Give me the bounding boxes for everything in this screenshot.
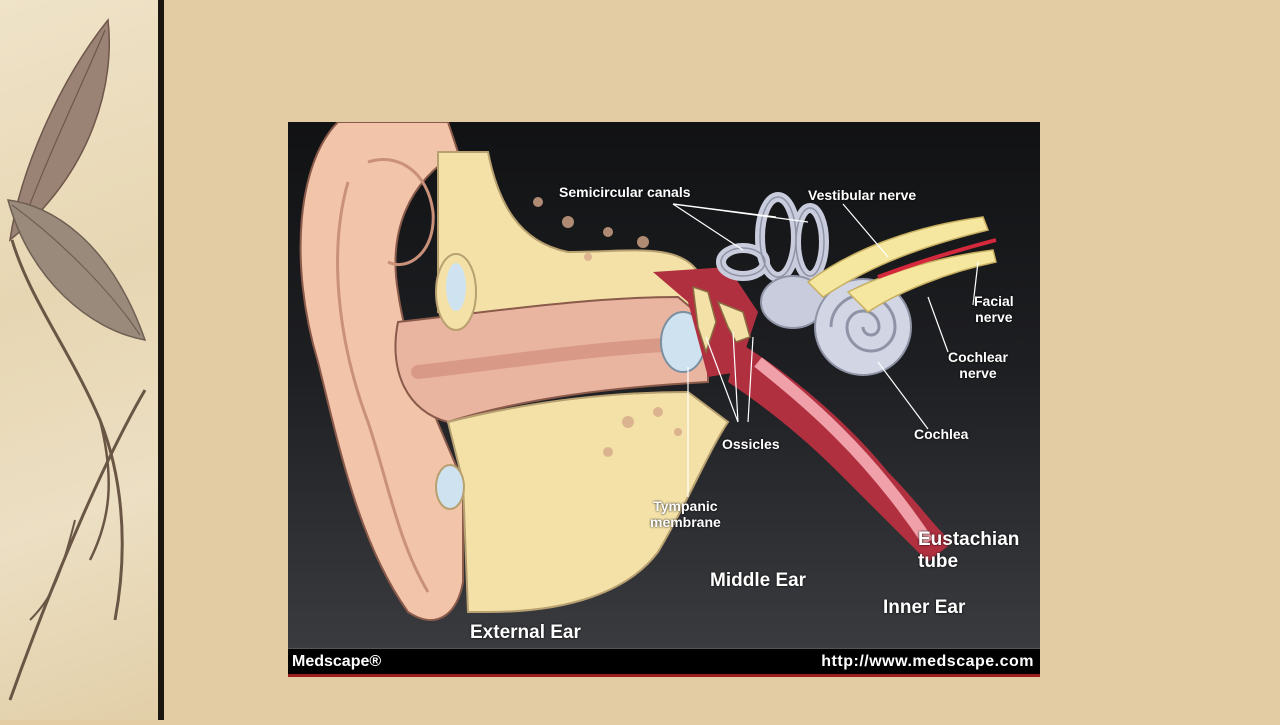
medscape-logo-text: Medscape®	[292, 653, 382, 670]
label-cochlear-nerve: Cochlear nerve	[948, 349, 1008, 382]
figure-footer: Medscape® http://www.medscape.com	[288, 648, 1040, 675]
label-facial-nerve: Facial nerve	[974, 293, 1014, 326]
label-semicircular-canals: Semicircular canals	[559, 184, 691, 200]
ear-anatomy-figure: Semicircular canals Vestibular nerve Fac…	[288, 122, 1040, 677]
label-eustachian-tube: Eustachian tube	[918, 529, 1020, 572]
decorative-side-panel	[0, 0, 158, 720]
label-cochlea: Cochlea	[914, 426, 969, 442]
label-tympanic-membrane: Tympanic membrane	[650, 498, 721, 531]
dried-leaf-decoration	[6, 18, 147, 701]
label-vestibular-nerve: Vestibular nerve	[808, 187, 917, 203]
label-middle-ear: Middle Ear	[710, 570, 807, 591]
panel-divider	[158, 0, 164, 720]
medscape-url: http://www.medscape.com	[821, 653, 1034, 670]
label-ossicles: Ossicles	[722, 436, 780, 452]
label-external-ear: External Ear	[470, 622, 581, 643]
ear-illustration	[299, 122, 997, 622]
footer-accent-line	[288, 674, 1040, 677]
label-inner-ear: Inner Ear	[883, 597, 966, 618]
